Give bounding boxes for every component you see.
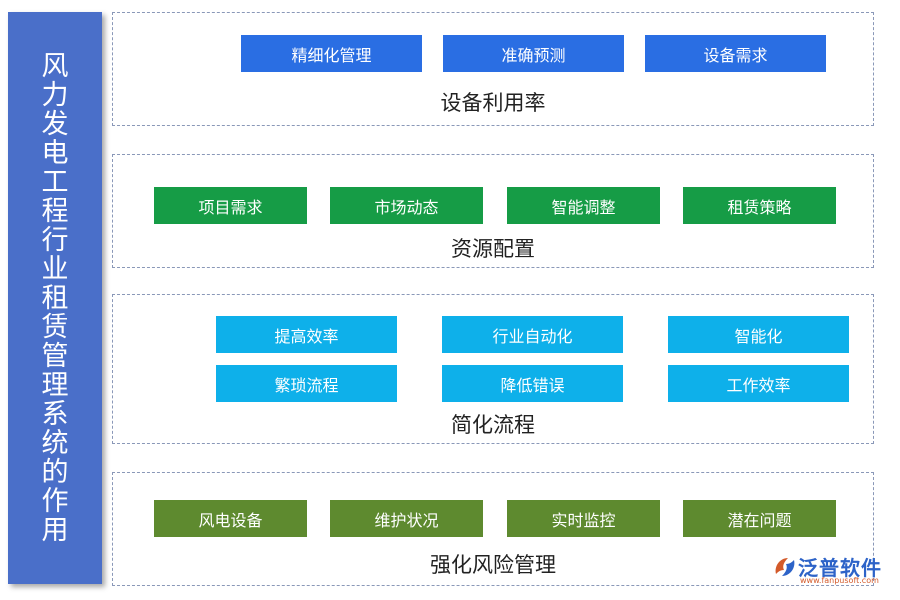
- item-smart-adjustment: 智能调整: [507, 187, 660, 224]
- section-resource-allocation: 项目需求 市场动态 智能调整 租赁策略 资源配置: [112, 154, 874, 268]
- item-work-efficiency: 工作效率: [668, 365, 849, 402]
- item-project-demand: 项目需求: [154, 187, 307, 224]
- item-accurate-forecast: 准确预测: [443, 35, 624, 72]
- item-cumbersome-process: 繁琐流程: [216, 365, 397, 402]
- sidebar-title: 风力发电工程行业租赁管理系统的作用: [41, 50, 69, 546]
- section-title-risk-management: 强化风险管理: [430, 553, 556, 577]
- sidebar-title-panel: 风力发电工程行业租赁管理系统的作用: [8, 12, 102, 584]
- item-market-dynamics: 市场动态: [330, 187, 483, 224]
- item-wind-equipment: 风电设备: [154, 500, 307, 537]
- section-title-equipment-utilization: 设备利用率: [440, 91, 546, 115]
- brand-url: www.fanpusoft.com: [800, 576, 879, 585]
- brand-logo: 泛普软件 www.fanpusoft.com: [772, 552, 894, 586]
- item-industry-automation: 行业自动化: [442, 316, 623, 353]
- brand-logo-icon: [775, 558, 795, 576]
- item-potential-issues: 潜在问题: [683, 500, 836, 537]
- section-risk-management: 风电设备 维护状况 实时监控 潜在问题 强化风险管理: [112, 472, 874, 586]
- section-equipment-utilization: 精细化管理 准确预测 设备需求 设备利用率: [112, 12, 874, 126]
- item-equipment-demand: 设备需求: [645, 35, 826, 72]
- brand-name: 泛普软件: [798, 556, 882, 580]
- section-title-resource-allocation: 资源配置: [451, 237, 535, 261]
- item-realtime-monitoring: 实时监控: [507, 500, 660, 537]
- section-simplify-process: 提高效率 行业自动化 智能化 繁琐流程 降低错误 工作效率 简化流程: [112, 294, 874, 444]
- item-reduce-errors: 降低错误: [442, 365, 623, 402]
- section-title-simplify-process: 简化流程: [451, 413, 535, 437]
- item-fine-management: 精细化管理: [241, 35, 422, 72]
- item-maintenance-status: 维护状况: [330, 500, 483, 537]
- item-leasing-strategy: 租赁策略: [683, 187, 836, 224]
- item-improve-efficiency: 提高效率: [216, 316, 397, 353]
- item-intelligent: 智能化: [668, 316, 849, 353]
